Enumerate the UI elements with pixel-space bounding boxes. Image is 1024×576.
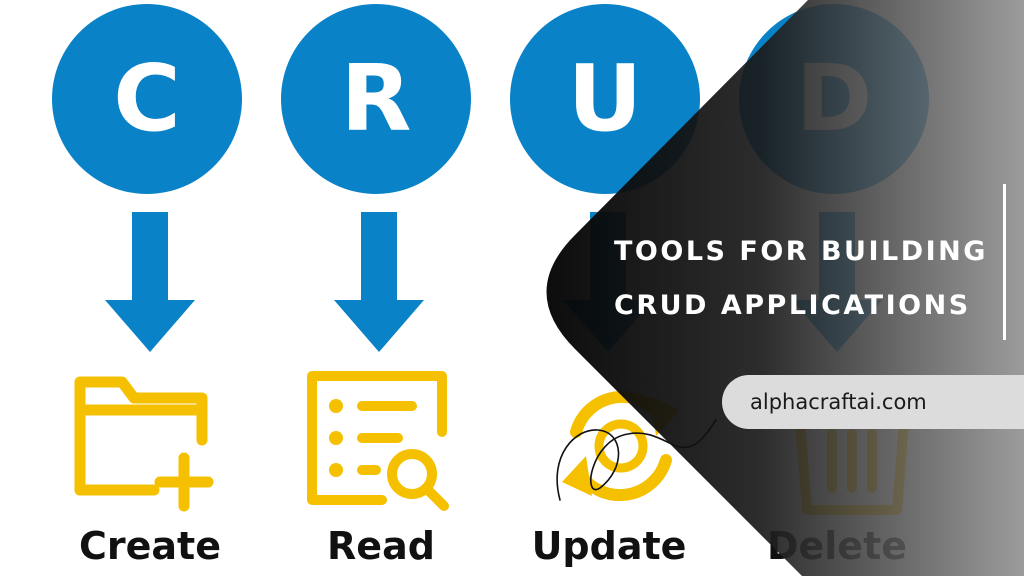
letter-r: R: [340, 45, 412, 152]
folder-plus-icon: [74, 376, 214, 512]
letter-u: U: [567, 45, 643, 152]
title-accent-bar: [1003, 184, 1006, 340]
operation-label-create: Create: [79, 524, 221, 568]
title-block: TOOLS FOR BUILDING CRUD APPLICATIONS: [614, 238, 994, 346]
operation-label-update: Update: [531, 524, 687, 568]
website-badge: alphacraftai.com: [722, 375, 1024, 429]
title-line-2: CRUD APPLICATIONS: [614, 290, 971, 321]
letter-c: C: [113, 45, 181, 152]
website-url: alphacraftai.com: [750, 390, 927, 414]
operation-label-read: Read: [327, 524, 435, 568]
down-arrow-icon: [105, 212, 195, 352]
letter-circle-c: C: [52, 4, 242, 194]
title-line-1: TOOLS FOR BUILDING: [614, 236, 988, 267]
down-arrow-icon: [334, 212, 424, 352]
letter-circle-r: R: [281, 4, 471, 194]
list-search-icon: [307, 371, 449, 511]
